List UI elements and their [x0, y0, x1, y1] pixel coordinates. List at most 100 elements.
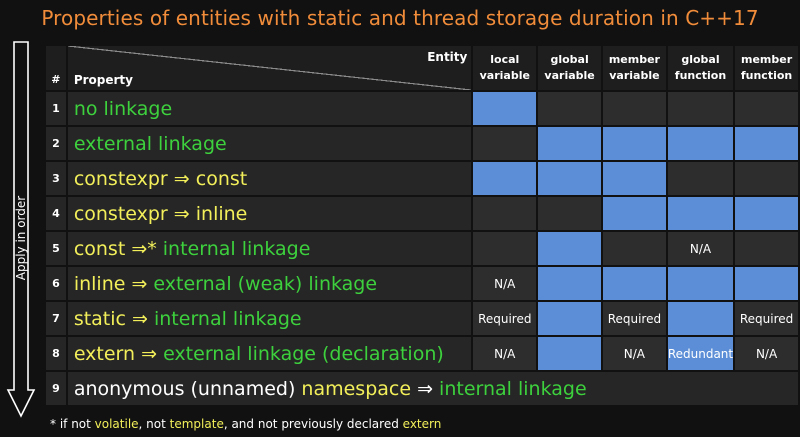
row-property: extern ⇒ external linkage (declaration) [67, 337, 472, 370]
property-text-part: internal linkage [439, 377, 587, 400]
applicable-cell [473, 92, 537, 125]
property-text-part: namespace [301, 377, 412, 400]
applicable-cell [667, 127, 734, 160]
not-applicable-cell [473, 197, 537, 230]
side-label: Apply in order [14, 195, 28, 281]
row-number: 8 [46, 337, 66, 370]
not-applicable-cell: Required [735, 302, 798, 335]
not-applicable-cell [735, 232, 798, 265]
property-text-part: internal linkage [162, 237, 311, 260]
not-applicable-cell: N/A [473, 267, 537, 300]
footnote: * if not volatile, not template, and not… [50, 417, 441, 431]
property-text-part: anonymous (unnamed) [73, 377, 302, 400]
property-text-part: * if not [50, 417, 95, 431]
property-text-part: external linkage (declaration) [163, 342, 444, 365]
applicable-cell [602, 197, 666, 230]
applicable-cell [538, 127, 601, 160]
row-property: const ⇒* internal linkage [67, 232, 472, 265]
row-number: 4 [46, 197, 66, 230]
row-property: static ⇒ internal linkage [67, 302, 472, 335]
not-applicable-cell: N/A [735, 337, 798, 370]
property-text-part: template [169, 417, 224, 431]
down-arrow-icon [6, 41, 36, 418]
row-number: 1 [46, 92, 66, 125]
property-text-part: ⇒ [411, 377, 440, 400]
property-text-part: , and not previously declared [223, 417, 403, 431]
not-applicable-cell [667, 92, 734, 125]
property-text-part: no linkage [73, 97, 173, 120]
row-property: anonymous (unnamed) namespace ⇒ internal… [67, 372, 798, 405]
applicable-cell [735, 127, 798, 160]
property-text-part: external linkage [73, 132, 227, 155]
table-row: 2 external linkage [46, 127, 798, 160]
not-applicable-cell: N/A [602, 337, 666, 370]
applicable-cell [538, 232, 601, 265]
applicable-cell: Redundant [667, 337, 734, 370]
page-title: Properties of entities with static and t… [41, 6, 759, 30]
not-applicable-cell [602, 232, 666, 265]
row-number: 3 [46, 162, 66, 195]
not-applicable-cell: Required [602, 302, 666, 335]
applicable-cell [667, 302, 734, 335]
not-applicable-cell [538, 197, 601, 230]
row-number: 2 [46, 127, 66, 160]
row-property: no linkage [67, 92, 472, 125]
property-text-part: volatile [94, 417, 139, 431]
header-property-label: Property [73, 73, 133, 87]
not-applicable-cell [735, 92, 798, 125]
not-applicable-cell: Required [473, 302, 537, 335]
property-text-part: extern [402, 417, 442, 431]
property-text-part: inline ⇒ [73, 272, 154, 295]
not-applicable-cell: N/A [473, 337, 537, 370]
row-property: constexpr ⇒ const [67, 162, 472, 195]
not-applicable-cell [602, 92, 666, 125]
property-text-part: external (weak) linkage [153, 272, 378, 295]
table-row: 4 constexpr ⇒ inline [46, 197, 798, 230]
row-property: inline ⇒ external (weak) linkage [67, 267, 472, 300]
not-applicable-cell [538, 92, 601, 125]
row-number: 6 [46, 267, 66, 300]
row-number: 9 [46, 372, 66, 405]
not-applicable-cell [473, 127, 537, 160]
applicable-cell [538, 337, 601, 370]
applicable-cell [735, 267, 798, 300]
applicable-cell [538, 302, 601, 335]
property-text-part: , not [138, 417, 170, 431]
header-property-entity: Entity Property [67, 46, 472, 90]
header-entity-label: Entity [427, 50, 468, 64]
row-number: 5 [46, 232, 66, 265]
property-text-part: extern ⇒ [73, 342, 164, 365]
applicable-cell [602, 267, 666, 300]
property-text-part: constexpr ⇒ inline [73, 202, 248, 225]
applicable-cell [667, 197, 734, 230]
header-num: # [46, 46, 66, 90]
applicable-cell [667, 267, 734, 300]
property-text-part: const ⇒* [73, 237, 163, 260]
not-applicable-cell [473, 232, 537, 265]
property-text-part: constexpr ⇒ const [73, 167, 248, 190]
row-property: external linkage [67, 127, 472, 160]
applicable-cell [602, 162, 666, 195]
row-number: 7 [46, 302, 66, 335]
applicable-cell [538, 267, 601, 300]
table-row: 1 no linkage [46, 92, 798, 125]
not-applicable-cell [735, 162, 798, 195]
not-applicable-cell [667, 162, 734, 195]
applicable-cell [602, 127, 666, 160]
row-property: constexpr ⇒ inline [67, 197, 472, 230]
applicable-cell [735, 197, 798, 230]
applicable-cell [473, 162, 537, 195]
not-applicable-cell: N/A [667, 232, 734, 265]
applicable-cell [538, 162, 601, 195]
